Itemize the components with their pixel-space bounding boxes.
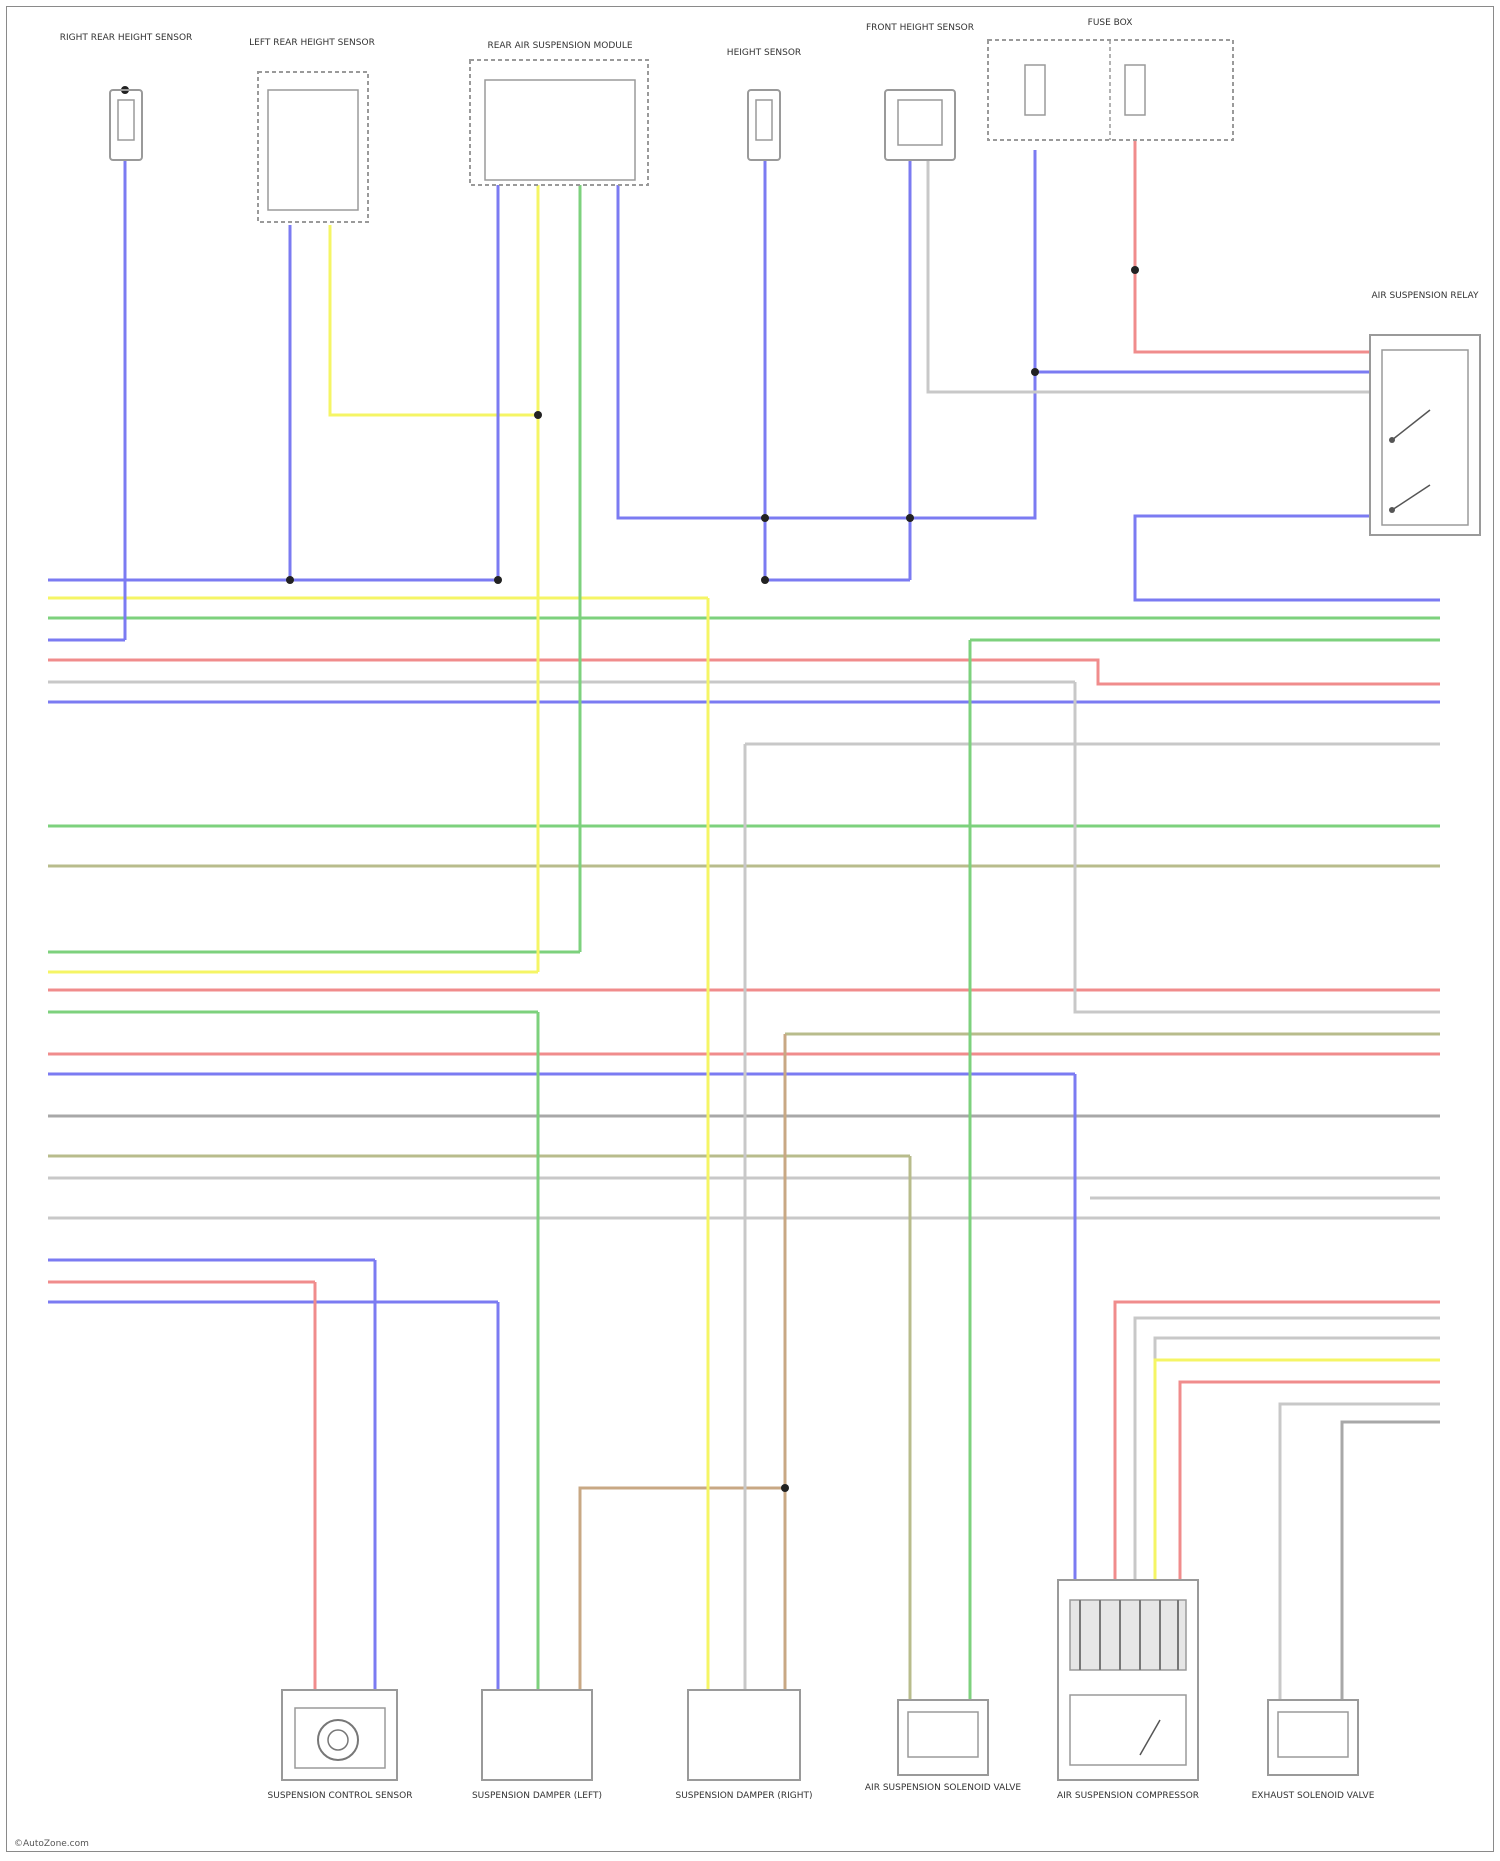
vertical-wires-bottom — [315, 598, 1075, 1700]
component-top-sensor-1: RIGHT REAR HEIGHT SENSOR — [60, 33, 193, 160]
splice-dot — [906, 514, 914, 522]
component-title: SUSPENSION CONTROL SENSOR — [268, 1791, 413, 1801]
component-bottom-1: SUSPENSION CONTROL SENSOR — [268, 1690, 413, 1801]
wire-wht-9 — [1280, 1404, 1440, 1700]
component-title: EXHAUST SOLENOID VALVE — [1252, 1791, 1375, 1801]
component-right-relay: AIR SUSPENSION RELAY — [1370, 291, 1480, 535]
component-title: AIR SUSPENSION RELAY — [1372, 291, 1479, 301]
splice-dot — [1131, 266, 1139, 274]
wire-red-6 — [1180, 1382, 1440, 1580]
component-top-sensor-3: FRONT HEIGHT SENSOR — [866, 23, 974, 160]
component-bottom-6: EXHAUST SOLENOID VALVE — [1252, 1700, 1375, 1801]
wire-v-yel-a — [330, 225, 538, 415]
splice-dot — [1031, 368, 1039, 376]
wire-v-red-a — [1135, 140, 1370, 352]
component-top-fuse-box: FUSE BOX — [988, 18, 1233, 140]
component-bottom-5: AIR SUSPENSION COMPRESSOR — [1057, 1580, 1199, 1801]
wire-v-blu-d — [618, 150, 1035, 518]
wire-wht-8 — [1155, 1338, 1440, 1580]
component-title: SUSPENSION DAMPER (RIGHT) — [676, 1791, 813, 1801]
component-title: RIGHT REAR HEIGHT SENSOR — [60, 33, 193, 43]
splice-dot — [781, 1484, 789, 1492]
component-title: REAR AIR SUSPENSION MODULE — [487, 41, 632, 51]
wire-gry-2 — [1342, 1422, 1440, 1700]
wire-v-brn-a — [580, 1488, 785, 1690]
splice-dot — [286, 576, 294, 584]
component-bottom-2: SUSPENSION DAMPER (LEFT) — [472, 1690, 602, 1801]
splice-dot — [494, 576, 502, 584]
wire-v-blu-g — [1135, 516, 1440, 600]
component-bottom-4: AIR SUSPENSION SOLENOID VALVE — [865, 1700, 1022, 1793]
credit-text: ©AutoZone.com — [14, 1839, 89, 1849]
wire-red-1 — [48, 660, 1440, 684]
splice-dot — [534, 411, 542, 419]
splice-dot — [761, 514, 769, 522]
component-title: SUSPENSION DAMPER (LEFT) — [472, 1791, 602, 1801]
component-title: LEFT REAR HEIGHT SENSOR — [249, 38, 375, 48]
component-title: HEIGHT SENSOR — [727, 48, 801, 58]
wire-red-5 — [1115, 1302, 1440, 1580]
component-top-module-1: LEFT REAR HEIGHT SENSOR — [249, 38, 375, 222]
component-title: AIR SUSPENSION SOLENOID VALVE — [865, 1783, 1022, 1793]
wire-v-wht-a — [928, 160, 1035, 392]
component-top-module-2: REAR AIR SUSPENSION MODULE — [470, 41, 648, 185]
splice-dot — [761, 576, 769, 584]
component-title: FUSE BOX — [1088, 18, 1133, 28]
vertical-wires-top — [125, 140, 1440, 972]
component-title: AIR SUSPENSION COMPRESSOR — [1057, 1791, 1199, 1801]
component-bottom-3: SUSPENSION DAMPER (RIGHT) — [676, 1690, 813, 1801]
component-title: FRONT HEIGHT SENSOR — [866, 23, 974, 33]
component-top-sensor-2: HEIGHT SENSOR — [727, 48, 801, 160]
wire-wht-3 — [1075, 682, 1440, 1012]
wire-yel-3 — [1155, 1360, 1440, 1580]
